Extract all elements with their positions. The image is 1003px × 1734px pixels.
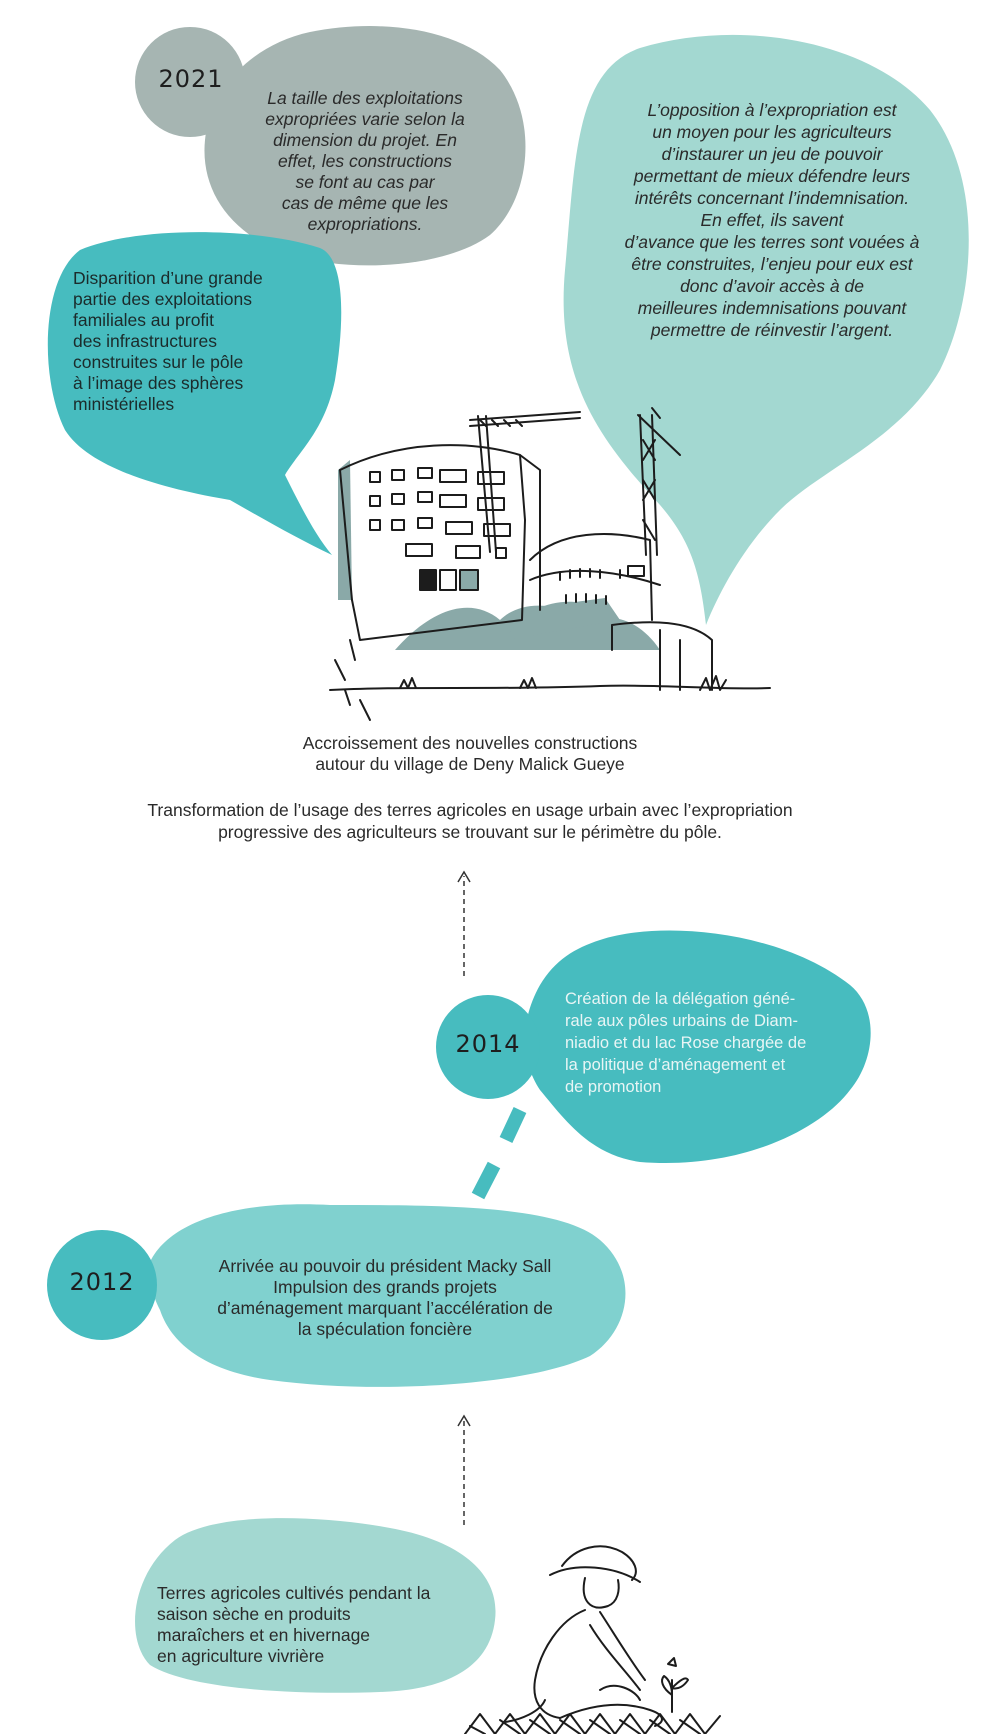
bubble-opposition xyxy=(563,34,969,626)
year-circle-2021 xyxy=(135,27,245,137)
year-circle-2012 xyxy=(47,1230,157,1340)
text-opposition-line: donc d’avoir accès à de xyxy=(680,276,864,296)
text-agricultural: Terres agricoles cultivés pendant la sai… xyxy=(157,1583,497,1667)
text-disappearance-line: construites sur le pôle xyxy=(73,352,244,372)
text-2012: Arrivée au pouvoir du président Macky Sa… xyxy=(170,1256,600,1340)
bubble-2021 xyxy=(204,26,526,266)
text-disappearance-line: ministérielles xyxy=(73,394,175,414)
text-opposition-line: permettant de mieux défendre leurs xyxy=(633,166,911,186)
text-agricultural-line: Terres agricoles cultivés pendant la xyxy=(157,1583,431,1603)
year-circle-2014 xyxy=(436,995,540,1099)
text-opposition-line: d’avance que les terres sont vouées à xyxy=(624,232,920,252)
connector-dash xyxy=(471,1107,527,1200)
text-2014-line: Création de la délégation géné- xyxy=(565,990,796,1008)
text-agricultural-line: maraîchers et en hivernage xyxy=(157,1625,371,1645)
text-2014-line: niadio et du lac Rose chargée de xyxy=(565,1034,807,1052)
text-opposition-line: meilleures indemnisations pouvant xyxy=(637,298,907,318)
caption-transformation-line: Transformation de l’usage des terres agr… xyxy=(147,800,793,820)
text-2014-line: de promotion xyxy=(565,1078,662,1096)
text-2021-line: effet, les constructions xyxy=(277,151,453,171)
caption-transformation: Transformation de l’usage des terres agr… xyxy=(60,799,880,843)
text-disappearance-line: partie des exploitations xyxy=(73,289,252,309)
caption-transformation-line: progressive des agriculteurs se trouvant… xyxy=(218,822,722,842)
bubble-agricultural xyxy=(135,1518,496,1693)
text-2021-line: cas de même que les xyxy=(281,193,449,213)
text-opposition-line: un moyen pour les agriculteurs xyxy=(652,122,892,142)
year-label-2012: 2012 xyxy=(69,1268,135,1296)
text-disappearance: Disparition d’une grande partie des expl… xyxy=(73,268,333,415)
year-label-2021: 2021 xyxy=(158,65,224,93)
text-disappearance-line: familiales au profit xyxy=(73,310,215,330)
text-opposition-line: intérêts concernant l’indemnisation. xyxy=(634,188,910,208)
text-opposition-line: permettre de réinvestir l’argent. xyxy=(650,320,894,340)
bubble-disappearance xyxy=(47,232,342,555)
text-2012-line: Arrivée au pouvoir du président Macky Sa… xyxy=(218,1256,552,1276)
text-2021-line: expropriées varie selon la xyxy=(265,109,465,129)
year-label-2014: 2014 xyxy=(455,1030,521,1058)
text-opposition-line: d’instaurer un jeu de pouvoir xyxy=(661,144,883,164)
text-opposition-line: être construites, l’enjeu pour eux est xyxy=(631,254,913,274)
arrow-up-2 xyxy=(457,1414,471,1525)
text-disappearance-line: Disparition d’une grande xyxy=(73,268,263,288)
text-opposition: L’opposition à l’expropriation est un mo… xyxy=(592,99,952,341)
farmer-sketch xyxy=(464,1545,721,1734)
bubble-2014 xyxy=(525,930,871,1164)
text-opposition-line: En effet, ils savent xyxy=(700,210,844,230)
caption-construction: Accroissement des nouvelles construction… xyxy=(190,733,750,775)
text-2014-line: rale aux pôles urbains de Diam- xyxy=(565,1012,798,1030)
text-2021-line: dimension du projet. En xyxy=(273,130,457,150)
arrow-up-1 xyxy=(457,870,471,976)
text-2021-line: La taille des exploitations xyxy=(267,88,463,108)
text-2021: La taille des exploitations expropriées … xyxy=(240,88,490,235)
building-sketch xyxy=(329,407,771,721)
text-2014: Création de la délégation géné- rale aux… xyxy=(565,988,865,1098)
text-agricultural-line: saison sèche en produits xyxy=(157,1604,351,1624)
text-agricultural-line: en agriculture vivrière xyxy=(157,1646,325,1666)
text-2021-line: se font au cas par xyxy=(295,172,435,192)
text-2012-line: d’aménagement marquant l’accélération de xyxy=(217,1298,553,1318)
caption-construction-line: Accroissement des nouvelles construction… xyxy=(302,733,638,753)
text-2012-line: la spéculation foncière xyxy=(297,1319,473,1339)
bubble-2012 xyxy=(149,1204,626,1387)
text-opposition-line: L’opposition à l’expropriation est xyxy=(647,100,897,120)
text-disappearance-line: des infrastructures xyxy=(73,331,217,351)
text-disappearance-line: à l’image des sphères xyxy=(73,373,244,393)
text-2012-line: Impulsion des grands projets xyxy=(273,1277,497,1297)
caption-construction-line: autour du village de Deny Malick Gueye xyxy=(315,754,625,774)
text-2014-line: la politique d’aménagement et xyxy=(565,1056,786,1074)
text-2021-line: expropriations. xyxy=(307,214,423,234)
